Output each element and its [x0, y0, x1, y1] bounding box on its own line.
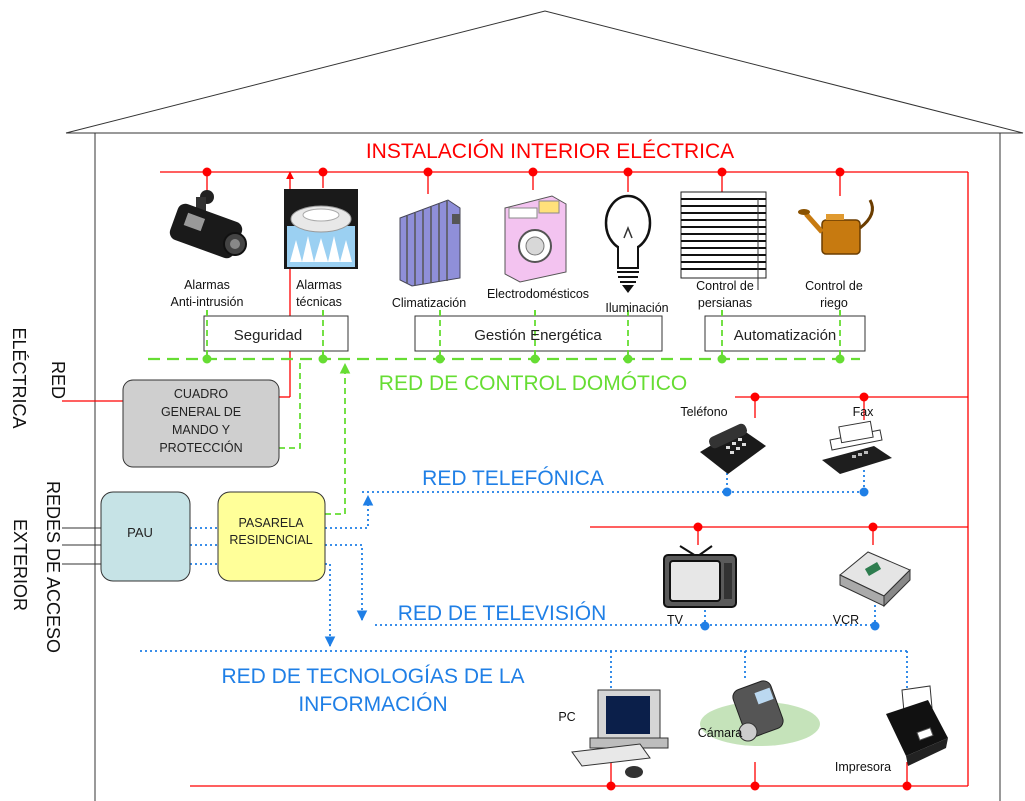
blinds-icon [680, 191, 767, 290]
security-camera-icon [169, 190, 247, 259]
pc-icon [571, 689, 669, 778]
label-camera: Cámara [698, 726, 743, 740]
smoke-detector-icon [284, 189, 358, 269]
label-fax: Fax [853, 405, 875, 419]
label-blinds-2: persianas [698, 296, 752, 310]
side-label-redes: REDES DE ACCESO [43, 481, 63, 653]
fax-icon [822, 420, 892, 474]
group-automation-label: Automatización [734, 327, 837, 344]
side-label-electrica: ELÉCTRICA [9, 327, 29, 428]
radiator-icon [399, 199, 461, 287]
label-printer: Impresora [835, 760, 891, 774]
label-alarm-intrusion-2: Anti-intrusión [171, 295, 244, 309]
label-tv: TV [667, 613, 684, 627]
camera-icon [700, 680, 820, 746]
side-label-exterior: EXTERIOR [10, 519, 30, 611]
label-appliances: Electrodomésticos [487, 287, 589, 301]
label-vcr: VCR [833, 613, 859, 627]
control-panel-box [122, 379, 280, 468]
label-climate: Climatización [392, 296, 466, 310]
title-control: RED DE CONTROL DOMÓTICO [379, 372, 687, 395]
title-it-1: RED DE TECNOLOGÍAS DE LA [221, 665, 524, 688]
group-energy-label: Gestión Energética [474, 327, 602, 344]
gateway-box [217, 491, 326, 582]
telephone-icon [700, 423, 766, 474]
washing-machine-icon [504, 195, 567, 283]
title-it-2: INFORMACIÓN [298, 693, 447, 716]
electrical-nodes [202, 167, 912, 791]
watering-can-icon [798, 199, 874, 255]
control-panel-label-1: CUADRO [174, 387, 228, 401]
title-phone: RED TELEFÓNICA [422, 467, 604, 490]
group-security-label: Seguridad [234, 327, 302, 344]
blue-nodes [700, 487, 880, 631]
printer-icon [886, 685, 948, 766]
label-irrigation-1: Control de [805, 279, 863, 293]
label-alarm-intrusion-1: Alarmas [184, 278, 230, 292]
label-pc: PC [558, 710, 575, 724]
access-lines [62, 527, 101, 565]
group-boxes [203, 315, 866, 352]
control-panel-label-3: MANDO Y [172, 423, 231, 437]
label-phone: Teléfono [680, 405, 727, 419]
gateway-label-2: RESIDENCIAL [229, 533, 312, 547]
label-alarm-tech-1: Alarmas [296, 278, 342, 292]
gateway-label-1: PASARELA [238, 516, 304, 530]
label-lighting: Iluminación [605, 301, 668, 315]
vcr-icon [839, 551, 911, 608]
tv-icon [663, 545, 737, 608]
label-irrigation-2: riego [820, 296, 848, 310]
pau-label: PAU [127, 525, 153, 540]
house-outline [65, 10, 1024, 801]
side-label-red: RED [48, 361, 68, 399]
light-bulb-icon [604, 194, 652, 293]
control-panel-label-4: PROTECCIÓN [159, 440, 242, 455]
title-electrical: INSTALACIÓN INTERIOR ELÉCTRICA [366, 140, 734, 163]
control-nodes [202, 354, 845, 364]
title-tv: RED DE TELEVISIÓN [398, 602, 607, 625]
control-panel-label-2: GENERAL DE [161, 405, 241, 419]
pau-box [100, 491, 191, 582]
label-blinds-1: Control de [696, 279, 754, 293]
label-alarm-tech-2: técnicas [296, 295, 342, 309]
